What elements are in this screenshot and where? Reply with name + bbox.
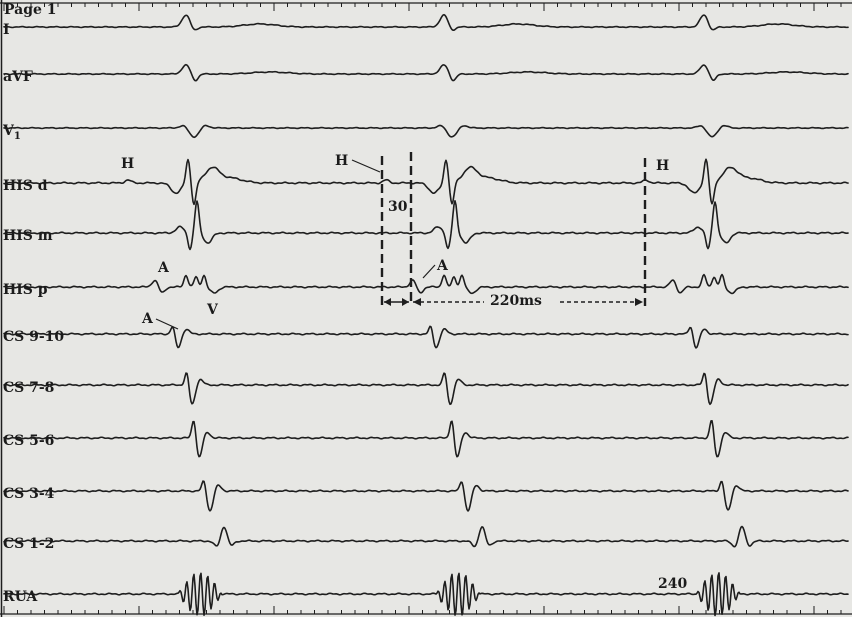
atrial-label-3: A — [141, 311, 154, 327]
lead-label-cs-5-6: CS 5-6 — [3, 433, 54, 449]
lead-label-rua: RUA — [3, 589, 38, 605]
waveforms — [3, 13, 849, 617]
waveform-cs-5-6 — [3, 420, 849, 458]
atrial-leader-3 — [155, 318, 179, 330]
lead-label-cs-3-4: CS 3-4 — [3, 486, 55, 502]
atrial-label-2: A — [436, 258, 449, 274]
waveform-his-d — [3, 158, 849, 206]
waveform-rua — [3, 572, 849, 617]
his-leader — [351, 159, 381, 173]
waveform-his-p — [3, 273, 849, 295]
waveform-v1 — [3, 124, 849, 139]
waveform-his-m — [3, 199, 849, 251]
lead-label-cs-1-2: CS 1-2 — [3, 536, 54, 552]
lead-label-his-d: HIS d — [3, 178, 48, 194]
lead-label-his-p: HIS p — [3, 282, 48, 298]
waveform-avf — [3, 63, 849, 82]
measurement-markers — [155, 152, 647, 330]
waveform-cs-1-2 — [3, 525, 849, 548]
his-label-2: H — [335, 153, 348, 169]
lead-label-i: I — [3, 22, 10, 38]
his-label-3: H — [656, 158, 669, 174]
ventricular-label: V — [206, 302, 219, 318]
page-label: Page 1 — [4, 2, 57, 18]
atrial-label-1: A — [157, 260, 170, 276]
waveform-cs-9-10 — [3, 325, 849, 349]
his-label-1: H — [121, 156, 134, 172]
lead-label-cs-7-8: CS 7-8 — [3, 380, 54, 396]
lead-label-v1: V1 — [2, 123, 21, 142]
hv-arrowheads — [384, 298, 409, 306]
interval-label: 220ms — [490, 293, 542, 309]
lead-label-his-m: HIS m — [3, 228, 53, 244]
lead-label-cs-9-10: CS 9-10 — [3, 329, 64, 345]
hv-interval-label: 30 — [388, 199, 408, 215]
waveform-cs-7-8 — [3, 372, 849, 406]
waveform-i — [3, 13, 849, 32]
lead-label-avf: aVF — [3, 69, 33, 85]
waveform-cs-3-4 — [3, 480, 849, 512]
atrial-leader-2 — [422, 264, 436, 279]
rua-interval-label: 240 — [658, 576, 687, 592]
